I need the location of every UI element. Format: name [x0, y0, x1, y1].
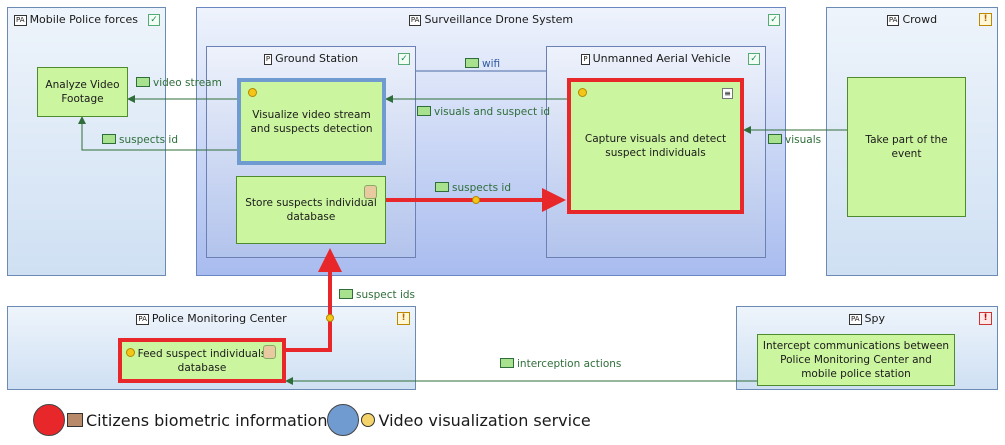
physical-actor-icon: PA — [848, 314, 862, 325]
exchange-icon — [465, 58, 479, 68]
function-store-suspects-database[interactable]: Store suspects individual database — [236, 176, 386, 244]
exchange-label-suspect-ids[interactable]: suspect ids — [339, 289, 415, 301]
function-analyze-video-footage[interactable]: Analyze Video Footage — [37, 67, 128, 117]
legend-label: Video visualization service — [378, 410, 591, 430]
warning-icon: ! — [397, 312, 410, 325]
actor-title: Crowd — [902, 13, 938, 26]
legend-swatch-blue — [327, 404, 360, 436]
component-title: Ground Station — [275, 52, 359, 65]
exchange-label-suspects-id[interactable]: suspects id — [102, 134, 178, 146]
function-intercept-communications[interactable]: Intercept communications between Police … — [757, 334, 955, 386]
database-icon — [263, 345, 276, 359]
exchange-icon — [768, 134, 782, 144]
function-capture-visuals[interactable]: Capture visuals and detect suspect indiv… — [567, 78, 744, 214]
error-icon: ! — [979, 312, 992, 325]
exchange-icon — [435, 182, 449, 192]
legend: Citizens biometric information Video vis… — [33, 403, 591, 437]
suspects-id-flow — [78, 116, 237, 151]
function-take-part-of-event[interactable]: Take part of the event — [847, 77, 966, 217]
service-icon — [361, 413, 376, 427]
details-icon: ≡ — [722, 88, 733, 99]
physical-actor-icon: PA — [14, 15, 27, 26]
physical-actor-icon: PA — [408, 15, 422, 26]
function-feed-suspect-database[interactable]: Feed suspect individuals database — [118, 338, 286, 383]
component-title: Unmanned Aerial Vehicle — [592, 52, 731, 65]
actor-title: Spy — [864, 312, 886, 325]
exchange-icon — [102, 134, 116, 144]
exchange-icon — [136, 77, 150, 87]
database-icon — [364, 185, 377, 199]
physical-actor-icon: PA — [886, 15, 900, 26]
exchange-label-visuals[interactable]: visuals — [768, 134, 821, 146]
legend-label: Citizens biometric information — [86, 410, 328, 430]
validated-icon: ✓ — [768, 14, 780, 26]
actor-title: Police Monitoring Center — [151, 312, 287, 325]
exchange-label-suspects-id-2[interactable]: suspects id — [435, 182, 511, 194]
flow-junction-dot — [472, 196, 480, 204]
exchange-label-interception-actions[interactable]: interception actions — [500, 358, 621, 370]
function-visualize-video-stream[interactable]: Visualize video stream and suspects dete… — [237, 78, 386, 165]
exchange-label-video-stream[interactable]: video stream — [136, 77, 222, 89]
function-marker-icon — [248, 88, 257, 97]
function-marker-icon — [126, 348, 135, 357]
function-marker-icon — [578, 88, 587, 97]
validated-icon: ✓ — [748, 53, 760, 65]
flow-junction-dot — [326, 314, 334, 322]
physical-component-icon: P — [263, 54, 273, 65]
exchange-label-visuals-suspect-id[interactable]: visuals and suspect id — [417, 106, 550, 118]
physical-component-icon: P — [581, 54, 590, 65]
warning-icon: ! — [979, 13, 992, 26]
actor-title: Mobile Police forces — [29, 13, 138, 26]
exchange-icon — [500, 358, 514, 368]
actor-title: Surveillance Drone System — [424, 13, 574, 26]
validated-icon: ✓ — [398, 53, 410, 65]
physical-actor-icon: PA — [136, 314, 149, 325]
legend-swatch-red — [33, 404, 65, 436]
exchange-icon — [339, 289, 353, 299]
exchange-label-wifi[interactable]: wifi — [465, 58, 500, 70]
exchange-icon — [417, 106, 431, 116]
exchange-item-icon — [67, 413, 83, 427]
validated-icon: ✓ — [148, 14, 160, 26]
suspect-ids-red-flow — [286, 248, 342, 352]
